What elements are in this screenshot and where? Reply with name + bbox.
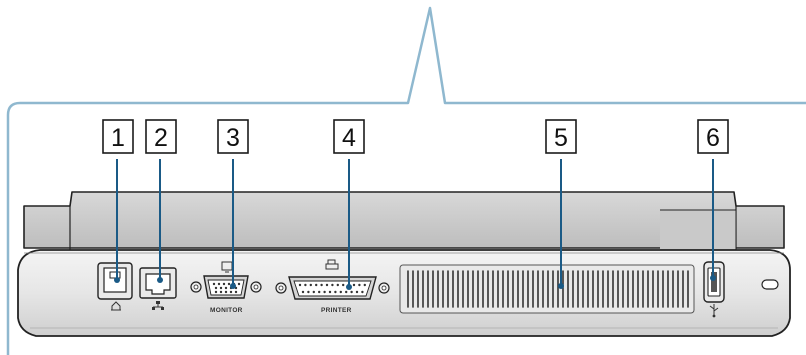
callout-1: 1: [102, 119, 134, 154]
printer-pin: [320, 283, 323, 287]
callout-number-1: 1: [111, 124, 125, 152]
printer-pin: [315, 283, 318, 287]
printer-pin: [334, 290, 337, 294]
callout-4: 4: [333, 119, 365, 154]
printer-pin: [312, 290, 315, 294]
leader-dot-2: [157, 277, 163, 283]
printer-pin: [363, 283, 366, 287]
monitor-label: MONITOR: [210, 307, 243, 314]
air-vent: [399, 264, 695, 314]
printer-pin: [342, 283, 345, 287]
printer-pin: [307, 290, 310, 294]
printer-icon: [325, 259, 339, 270]
printer-pin: [352, 283, 356, 287]
printer-pin: [355, 290, 359, 294]
printer-pin: [361, 290, 364, 294]
callout-5: 5: [545, 119, 577, 154]
printer-pin: [336, 283, 339, 287]
leader-dot-5: [558, 283, 564, 289]
printer-parallel-port: [275, 276, 390, 300]
printer-pin: [345, 290, 348, 294]
printer-pin: [358, 283, 361, 287]
leader-dot-3: [230, 283, 236, 289]
printer-pin: [331, 283, 334, 287]
laptop-body: [17, 191, 791, 337]
leader-lines: [114, 159, 716, 290]
security-slot-icon: [761, 279, 779, 290]
printer-label: PRINTER: [321, 307, 352, 314]
printer-pin: [325, 283, 329, 287]
phone-icon: [111, 301, 121, 311]
leader-dot-6: [710, 275, 716, 281]
leader-dot-1: [114, 277, 120, 283]
printer-pin: [304, 283, 307, 287]
printer-pin: [298, 283, 302, 287]
callout-number-2: 2: [154, 124, 168, 152]
printer-pin: [339, 290, 342, 294]
callout-number-3: 3: [226, 124, 240, 152]
network-ethernet-port: [139, 267, 177, 299]
callout-number-6: 6: [706, 124, 720, 152]
printer-pin: [328, 290, 332, 294]
printer-pin: [318, 290, 321, 294]
zoom-callout-frame: [6, 6, 806, 355]
callout-6: 6: [697, 119, 729, 154]
callout-number-4: 4: [342, 124, 356, 152]
usb-icon: [709, 304, 719, 318]
printer-pin: [323, 290, 326, 294]
network-icon: [152, 301, 164, 310]
printer-pin: [309, 283, 312, 287]
printer-pin: [301, 290, 305, 294]
callout-number-5: 5: [554, 124, 568, 152]
leader-dot-4: [346, 284, 352, 290]
callout-2: 2: [145, 119, 177, 154]
printer-pin: [350, 290, 353, 294]
callout-3: 3: [217, 119, 249, 154]
